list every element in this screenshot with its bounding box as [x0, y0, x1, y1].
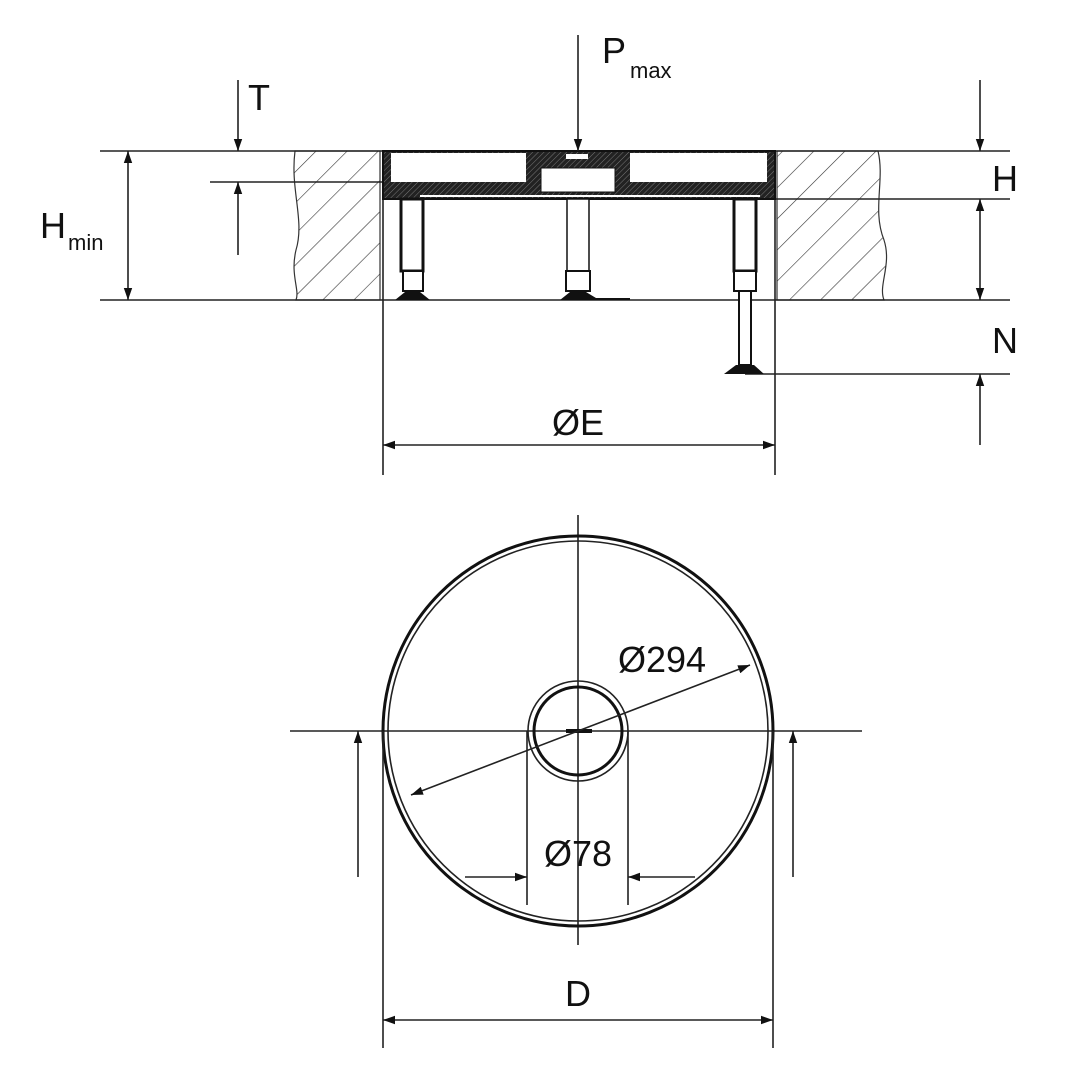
diameter-294-dimension — [410, 664, 751, 796]
label-diameter-294: Ø294 — [618, 639, 706, 680]
label-D: D — [565, 973, 591, 1014]
label-P-subscript: max — [630, 58, 672, 83]
inner-rim — [387, 540, 769, 922]
label-E: ØE — [552, 402, 604, 443]
label-diameter-78: Ø78 — [544, 833, 612, 874]
foot-left — [395, 197, 430, 300]
label-P: P — [602, 30, 626, 71]
label-T: T — [248, 77, 270, 118]
plan-view: Ø294 Ø78 D — [290, 515, 862, 1048]
floor-hatching — [293, 150, 888, 301]
label-H-min: H — [40, 205, 66, 246]
label-N: N — [992, 320, 1018, 361]
label-H: H — [992, 158, 1018, 199]
floor-box — [382, 150, 776, 200]
foot-right-extended — [724, 197, 764, 374]
dimension-arrows — [123, 35, 985, 450]
label-H-min-subscript: min — [68, 230, 103, 255]
foot-center — [560, 198, 630, 300]
levelling-feet — [395, 197, 764, 374]
section-view: T P max H min H N ØE — [40, 30, 1018, 475]
